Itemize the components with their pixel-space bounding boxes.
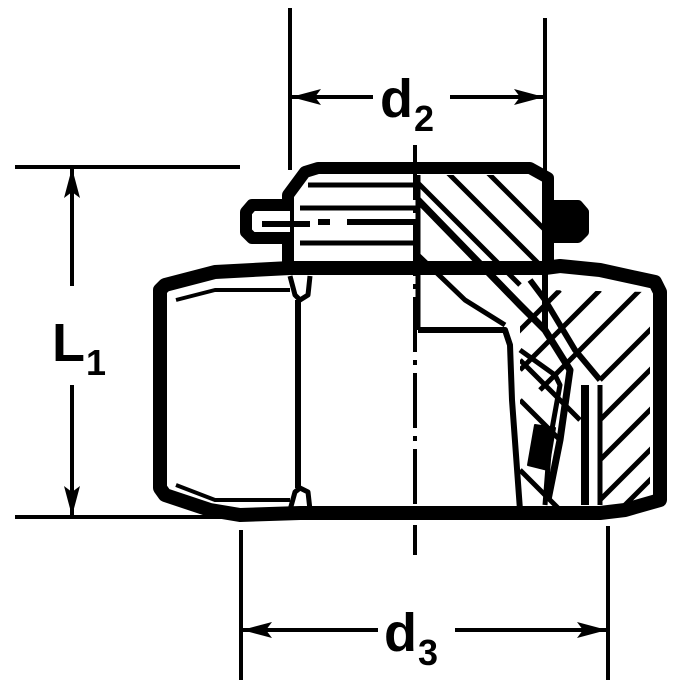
L1-subscript: 1 [86,342,107,383]
cap-nut [240,162,589,268]
d2-symbol: d [380,69,413,129]
dimension-label-L1: L1 [50,313,109,383]
dimension-label-d2: d2 [378,69,437,139]
cross-section [415,175,650,511]
L1-symbol: L [52,313,85,373]
dimension-label-d3: d3 [382,603,441,673]
d3-symbol: d [384,603,417,663]
d3-subscript: 3 [418,632,439,673]
d2-subscript: 2 [414,98,435,139]
dimension-lines [64,89,607,638]
